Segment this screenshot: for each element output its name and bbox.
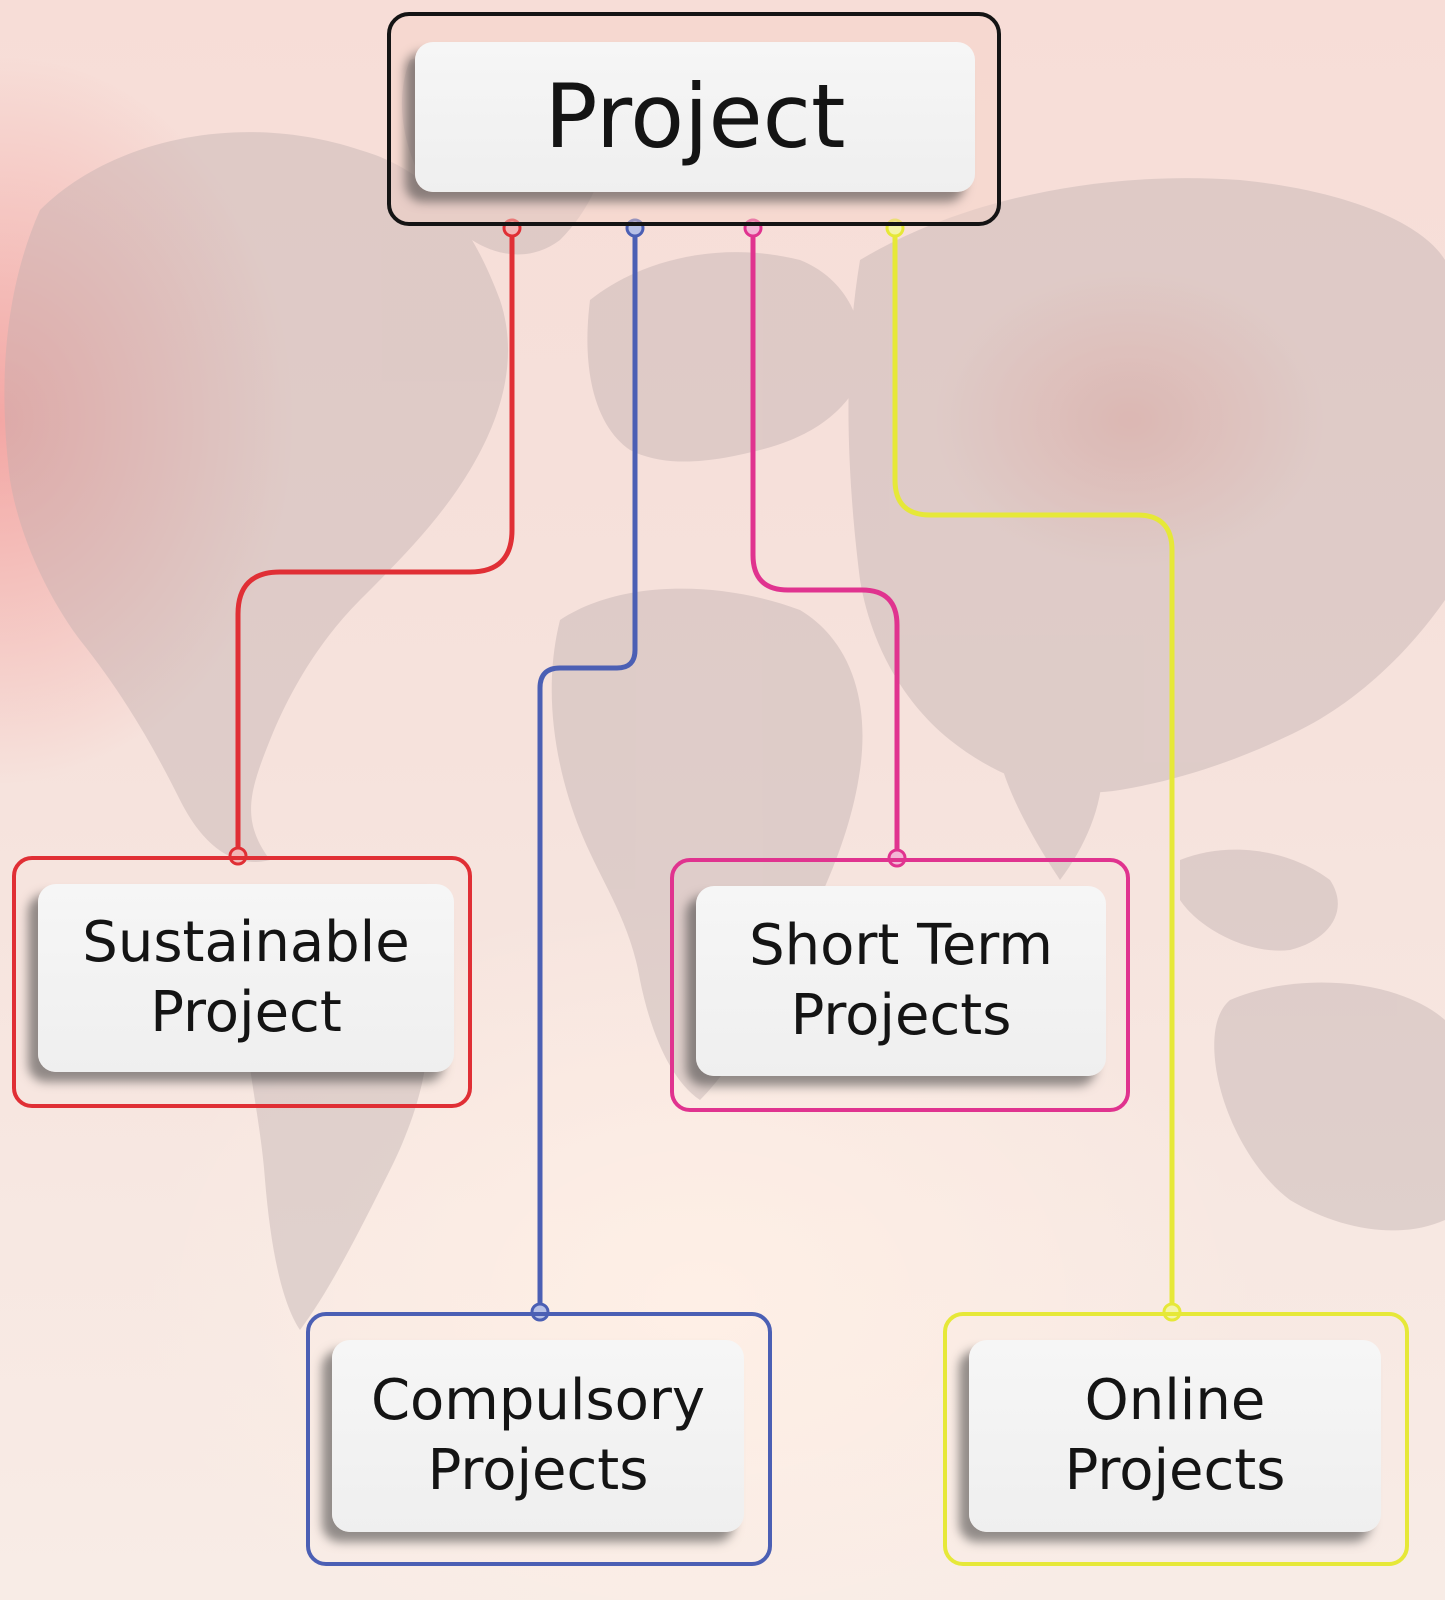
node-label: Sustainable Project [82,910,410,1045]
root-node: Project [387,12,1001,226]
node-card: Online Projects [969,1340,1381,1532]
node-online-projects: Online Projects [943,1312,1409,1566]
continent-europe [587,252,863,462]
connector-compulsory [537,223,638,1315]
node-card: Short Term Projects [696,886,1106,1076]
node-label: Online Projects [1064,1368,1286,1503]
connector-online [892,223,1175,1315]
node-label: Short Term Projects [749,913,1053,1048]
node-sustainable-project: Sustainable Project [12,856,472,1108]
continent-africa [551,588,863,1100]
node-label: Compulsory Projects [370,1368,706,1503]
continent-india [1000,696,1103,880]
node-compulsory-projects: Compulsory Projects [306,1312,772,1566]
islands-southeast-asia [1180,849,1338,951]
root-label: Project [544,65,846,168]
node-short-term-projects: Short Term Projects [670,858,1130,1112]
node-card: Compulsory Projects [332,1340,744,1532]
continent-north-america [4,132,509,862]
continent-asia [848,178,1445,793]
continent-australia [1214,982,1445,1231]
node-card: Sustainable Project [38,884,454,1072]
connector-short-term [750,223,900,861]
connector-sustainable [235,223,515,859]
root-card: Project [415,42,975,192]
